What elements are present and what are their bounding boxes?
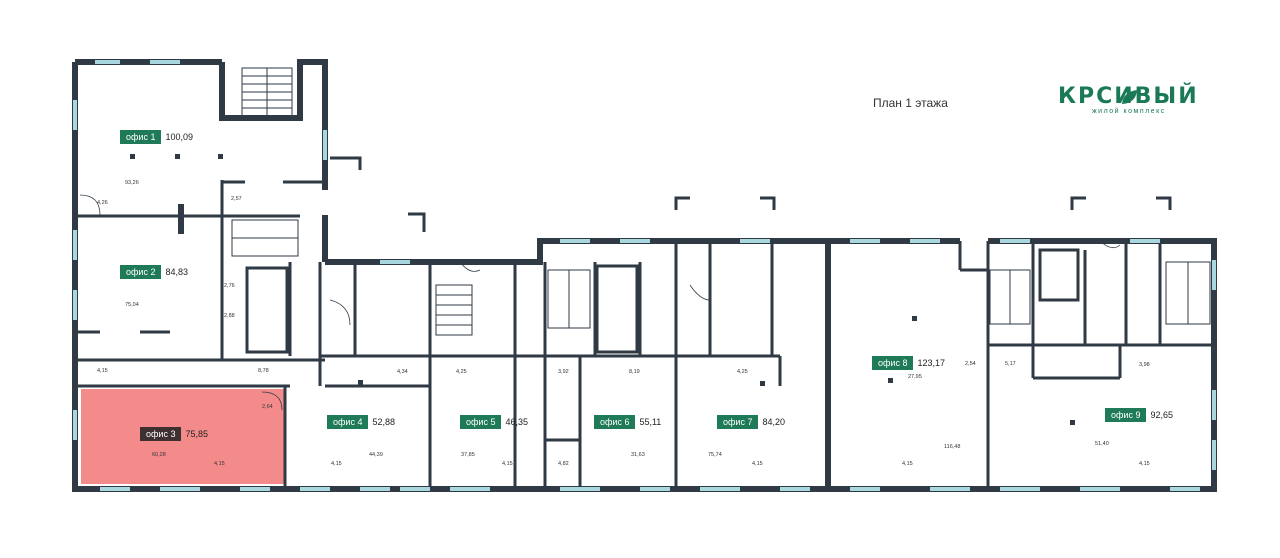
office-label: офис 4 xyxy=(327,415,369,429)
leaf-icon xyxy=(1122,90,1137,104)
room-area-label: 75,04 xyxy=(125,302,139,308)
room-area-label: 4,26 xyxy=(97,200,108,206)
staircases xyxy=(231,67,1211,336)
room-area-label: 3,92 xyxy=(558,369,569,375)
room-area-label: 4,15 xyxy=(902,461,913,467)
room-area-label: 4,15 xyxy=(502,461,513,467)
room-area-label: 2,57 xyxy=(231,196,242,202)
room-area-label: 4,15 xyxy=(331,461,342,467)
room-area-label: 31,63 xyxy=(631,452,645,458)
office-area: 75,85 xyxy=(185,429,208,439)
office-area: 84,83 xyxy=(165,267,188,277)
office-area: 123,17 xyxy=(917,358,945,368)
room-area-label: 4,34 xyxy=(397,369,408,375)
room-area-label: 51,40 xyxy=(1095,441,1109,447)
windows xyxy=(73,60,1216,491)
balconies xyxy=(330,156,1172,232)
doors xyxy=(79,194,1121,411)
room-area-label: 93,26 xyxy=(125,180,139,186)
room-area-label: 2,88 xyxy=(224,313,235,319)
room-area-label: 4,82 xyxy=(558,461,569,467)
room-area-label: 4,15 xyxy=(752,461,763,467)
office-label: офис 6 xyxy=(594,415,636,429)
logo-subtitle: жилой комплекс xyxy=(1092,108,1166,115)
room-area-label: 4,15 xyxy=(97,368,108,374)
office-label: офис 2 xyxy=(120,265,162,279)
room-area-label: 8,78 xyxy=(258,368,269,374)
room-area-label: 2,54 xyxy=(965,361,976,367)
room-area-label: 37,85 xyxy=(461,452,475,458)
room-area-label: 44,39 xyxy=(369,452,383,458)
interior-walls xyxy=(75,180,1214,489)
room-area-label: 8,19 xyxy=(629,369,640,375)
room-area-label: 60,28 xyxy=(152,452,166,458)
office-area: 52,88 xyxy=(372,417,395,427)
office-3-highlight[interactable] xyxy=(81,389,285,484)
room-area-label: 3,98 xyxy=(1139,362,1150,368)
room-area-label: 116,48 xyxy=(944,444,961,450)
room-area-label: 4,15 xyxy=(214,461,225,467)
room-area-label: 4,15 xyxy=(1139,461,1150,467)
room-area-label: 27,95 xyxy=(908,374,922,380)
room-area-label: 4,25 xyxy=(737,369,748,375)
office-label: офис 5 xyxy=(460,415,502,429)
office-label: офис 7 xyxy=(717,415,759,429)
office-area: 46,35 xyxy=(505,417,528,427)
office-label: офис 1 xyxy=(120,130,162,144)
room-area-label: 75,74 xyxy=(708,452,722,458)
office-label: офис 3 xyxy=(140,427,182,441)
office-label: офис 9 xyxy=(1105,408,1147,422)
room-area-label: 2,64 xyxy=(262,404,273,410)
room-area-label: 5,17 xyxy=(1005,361,1016,367)
columns xyxy=(130,154,1075,425)
office-area: 84,20 xyxy=(762,417,785,427)
room-area-label: 2,76 xyxy=(224,283,235,289)
office-area: 92,65 xyxy=(1150,410,1173,420)
brand-logo: КРСИВЫЙ жилой комплекс xyxy=(1058,84,1228,124)
room-area-label: 4,25 xyxy=(456,369,467,375)
office-area: 55,11 xyxy=(639,417,662,427)
office-area: 100,09 xyxy=(165,132,193,142)
office-label: офис 8 xyxy=(872,356,914,370)
plan-title: План 1 этажа xyxy=(873,96,948,110)
